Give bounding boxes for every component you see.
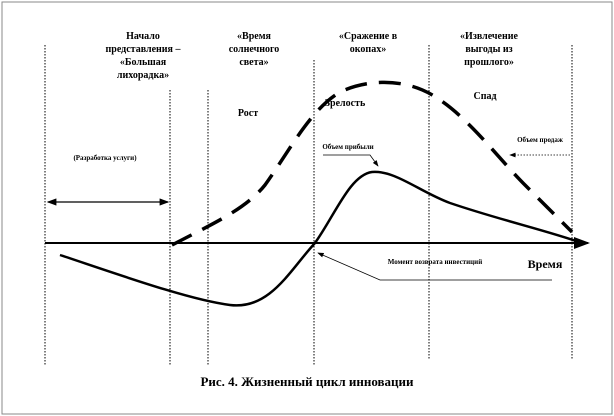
heading-line: выгоды из	[465, 44, 512, 55]
figure-caption: Рис. 4. Жизненный цикл инновации	[200, 374, 414, 389]
heading-line: представления –	[106, 44, 182, 55]
heading-line: «Время	[237, 31, 271, 42]
sales-label: Объем продаж	[517, 136, 564, 144]
heading-line: лихорадка»	[117, 70, 169, 81]
profit-leader	[323, 154, 379, 167]
heading-line: Начало	[126, 31, 160, 42]
stage-maturity: Зрелость	[325, 98, 366, 109]
profit-curve	[59, 170, 583, 307]
heading-line: «Извлечение	[460, 31, 518, 42]
profit-label: Объем прибыли	[322, 143, 373, 151]
sales-volume-curve	[171, 80, 574, 247]
heading-line: «Большая	[120, 57, 167, 68]
payback-label: Момент возврата инвестиций	[388, 258, 483, 266]
stage-growth: Рост	[238, 108, 258, 119]
time-axis-label: Время	[528, 257, 563, 271]
heading-line: солнечного	[229, 44, 280, 55]
phase-heading-2: «Время солнечного света»	[229, 31, 280, 68]
phase-dividers	[44, 45, 573, 365]
heading-line: прошлого»	[464, 57, 514, 68]
phase-heading-3: «Сражение в окопах»	[339, 31, 398, 55]
heading-line: окопах»	[350, 44, 386, 55]
payback-leader	[317, 252, 552, 281]
stage-decline: Спад	[473, 91, 496, 102]
stage-development: (Разработка услуги)	[73, 154, 137, 162]
phase-heading-4: «Извлечение выгоды из прошлого»	[460, 31, 518, 68]
heading-line: света»	[239, 57, 268, 68]
heading-line: «Сражение в	[339, 31, 398, 42]
phase-heading-1: Начало представления – «Большая лихорадк…	[106, 31, 182, 81]
